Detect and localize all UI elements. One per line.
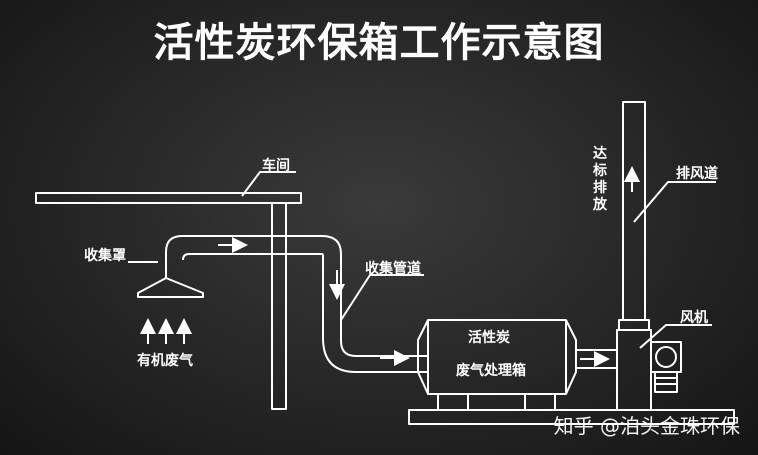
label-collection-hood: 收集罩 bbox=[84, 248, 126, 264]
label-box-line1: 活性炭 bbox=[468, 330, 510, 346]
exhaust-stack bbox=[622, 101, 646, 321]
watermark: 知乎 @泊头金珠环保 bbox=[553, 414, 740, 438]
label-box-line2: 废气处理箱 bbox=[456, 363, 526, 379]
duct-pipe bbox=[165, 235, 428, 357]
label-collection-duct: 收集管道 bbox=[365, 261, 421, 277]
label-workshop: 车间 bbox=[262, 158, 290, 174]
page-title: 活性炭环保箱工作示意图 bbox=[153, 20, 605, 66]
collection-hood bbox=[137, 260, 204, 298]
label-discharge: 达标排放 bbox=[593, 146, 607, 213]
label-fan: 风机 bbox=[680, 310, 708, 326]
label-exhaust-duct: 排风道 bbox=[676, 166, 718, 182]
workshop-beam bbox=[35, 192, 302, 204]
treatment-box bbox=[427, 319, 567, 395]
label-organic-waste-gas: 有机废气 bbox=[137, 353, 193, 369]
base-platform bbox=[408, 409, 735, 425]
support-post bbox=[271, 202, 287, 410]
